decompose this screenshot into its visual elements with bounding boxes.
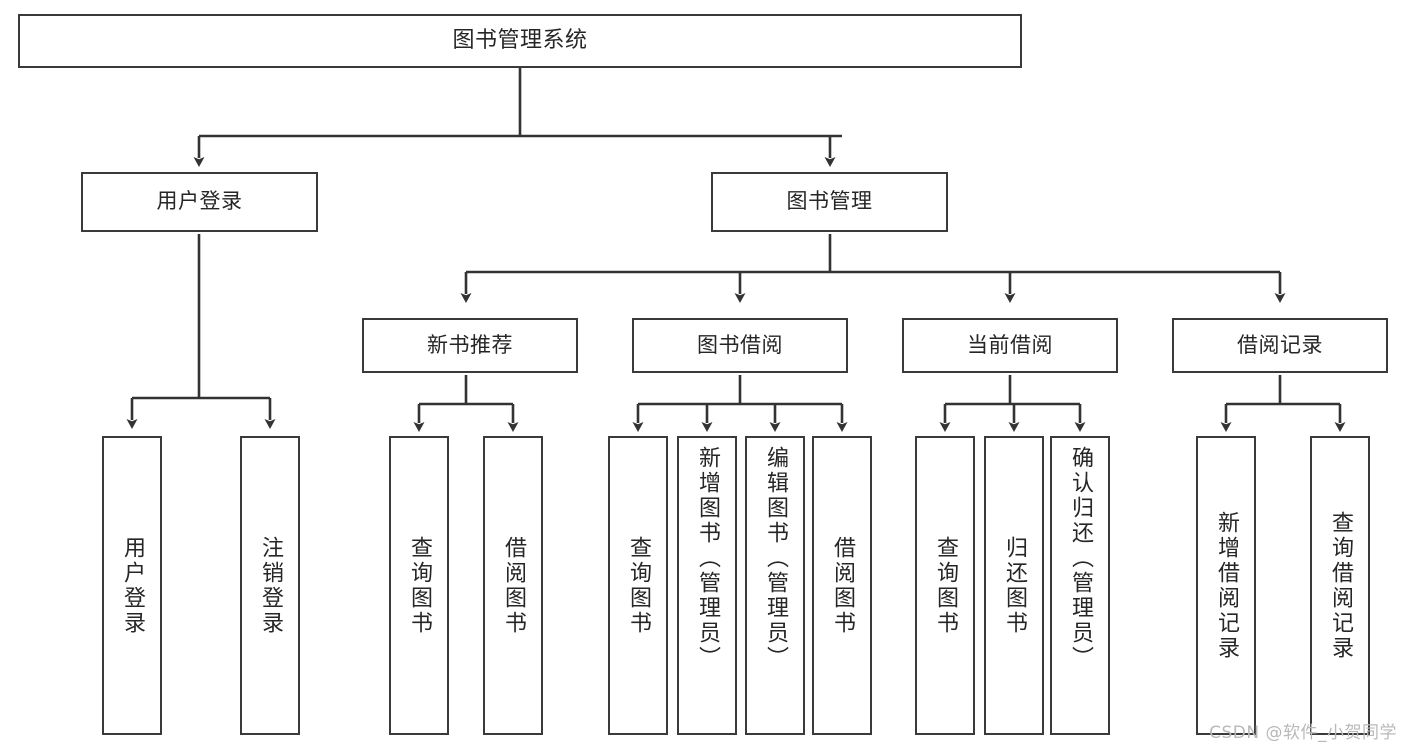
leaf-add-book-admin[interactable]: 新增图书（管理员） bbox=[677, 436, 737, 735]
leaf-borrow-book-recommend[interactable]: 借阅图书 bbox=[483, 436, 543, 735]
node-label: 确认归还（管理员） bbox=[1068, 446, 1093, 671]
node-label: 注销登录 bbox=[258, 535, 283, 636]
node-label: 新增图书（管理员） bbox=[695, 446, 720, 671]
node-new-book-recommend[interactable]: 新书推荐 bbox=[362, 318, 578, 373]
node-label: 图书借阅 bbox=[697, 332, 783, 357]
leaf-user-login[interactable]: 用户登录 bbox=[102, 436, 162, 735]
leaf-add-borrow-record[interactable]: 新增借阅记录 bbox=[1196, 436, 1256, 735]
node-label: 查询图书 bbox=[407, 535, 432, 636]
node-book-borrow[interactable]: 图书借阅 bbox=[632, 318, 848, 373]
node-root-system[interactable]: 图书管理系统 bbox=[18, 14, 1022, 68]
leaf-borrow-book[interactable]: 借阅图书 bbox=[812, 436, 872, 735]
node-label: 图书管理系统 bbox=[452, 27, 588, 53]
leaf-query-book-current[interactable]: 查询图书 bbox=[915, 436, 975, 735]
node-label: 编辑图书（管理员） bbox=[763, 446, 788, 671]
node-label: 用户登录 bbox=[156, 189, 243, 214]
node-current-borrow[interactable]: 当前借阅 bbox=[902, 318, 1118, 373]
node-label: 借阅记录 bbox=[1237, 332, 1323, 357]
node-label: 查询图书 bbox=[626, 535, 651, 636]
leaf-confirm-return-admin[interactable]: 确认归还（管理员） bbox=[1050, 436, 1110, 735]
leaf-logout[interactable]: 注销登录 bbox=[240, 436, 300, 735]
leaf-return-book[interactable]: 归还图书 bbox=[984, 436, 1044, 735]
node-label: 当前借阅 bbox=[967, 332, 1053, 357]
leaf-query-book-recommend[interactable]: 查询图书 bbox=[389, 436, 449, 735]
leaf-query-borrow-record[interactable]: 查询借阅记录 bbox=[1310, 436, 1370, 735]
leaf-query-book-borrow[interactable]: 查询图书 bbox=[608, 436, 668, 735]
node-label: 归还图书 bbox=[1002, 535, 1027, 636]
node-label: 查询借阅记录 bbox=[1328, 510, 1353, 661]
leaf-edit-book-admin[interactable]: 编辑图书（管理员） bbox=[745, 436, 805, 735]
node-label: 借阅图书 bbox=[501, 535, 526, 636]
node-label: 查询图书 bbox=[933, 535, 958, 636]
node-borrow-record[interactable]: 借阅记录 bbox=[1172, 318, 1388, 373]
node-label: 借阅图书 bbox=[830, 535, 855, 636]
node-label: 新书推荐 bbox=[427, 332, 513, 357]
node-label: 新增借阅记录 bbox=[1214, 510, 1239, 661]
node-label: 用户登录 bbox=[120, 535, 145, 636]
node-book-management[interactable]: 图书管理 bbox=[711, 172, 948, 232]
node-user-login[interactable]: 用户登录 bbox=[81, 172, 318, 232]
node-label: 图书管理 bbox=[786, 189, 873, 214]
